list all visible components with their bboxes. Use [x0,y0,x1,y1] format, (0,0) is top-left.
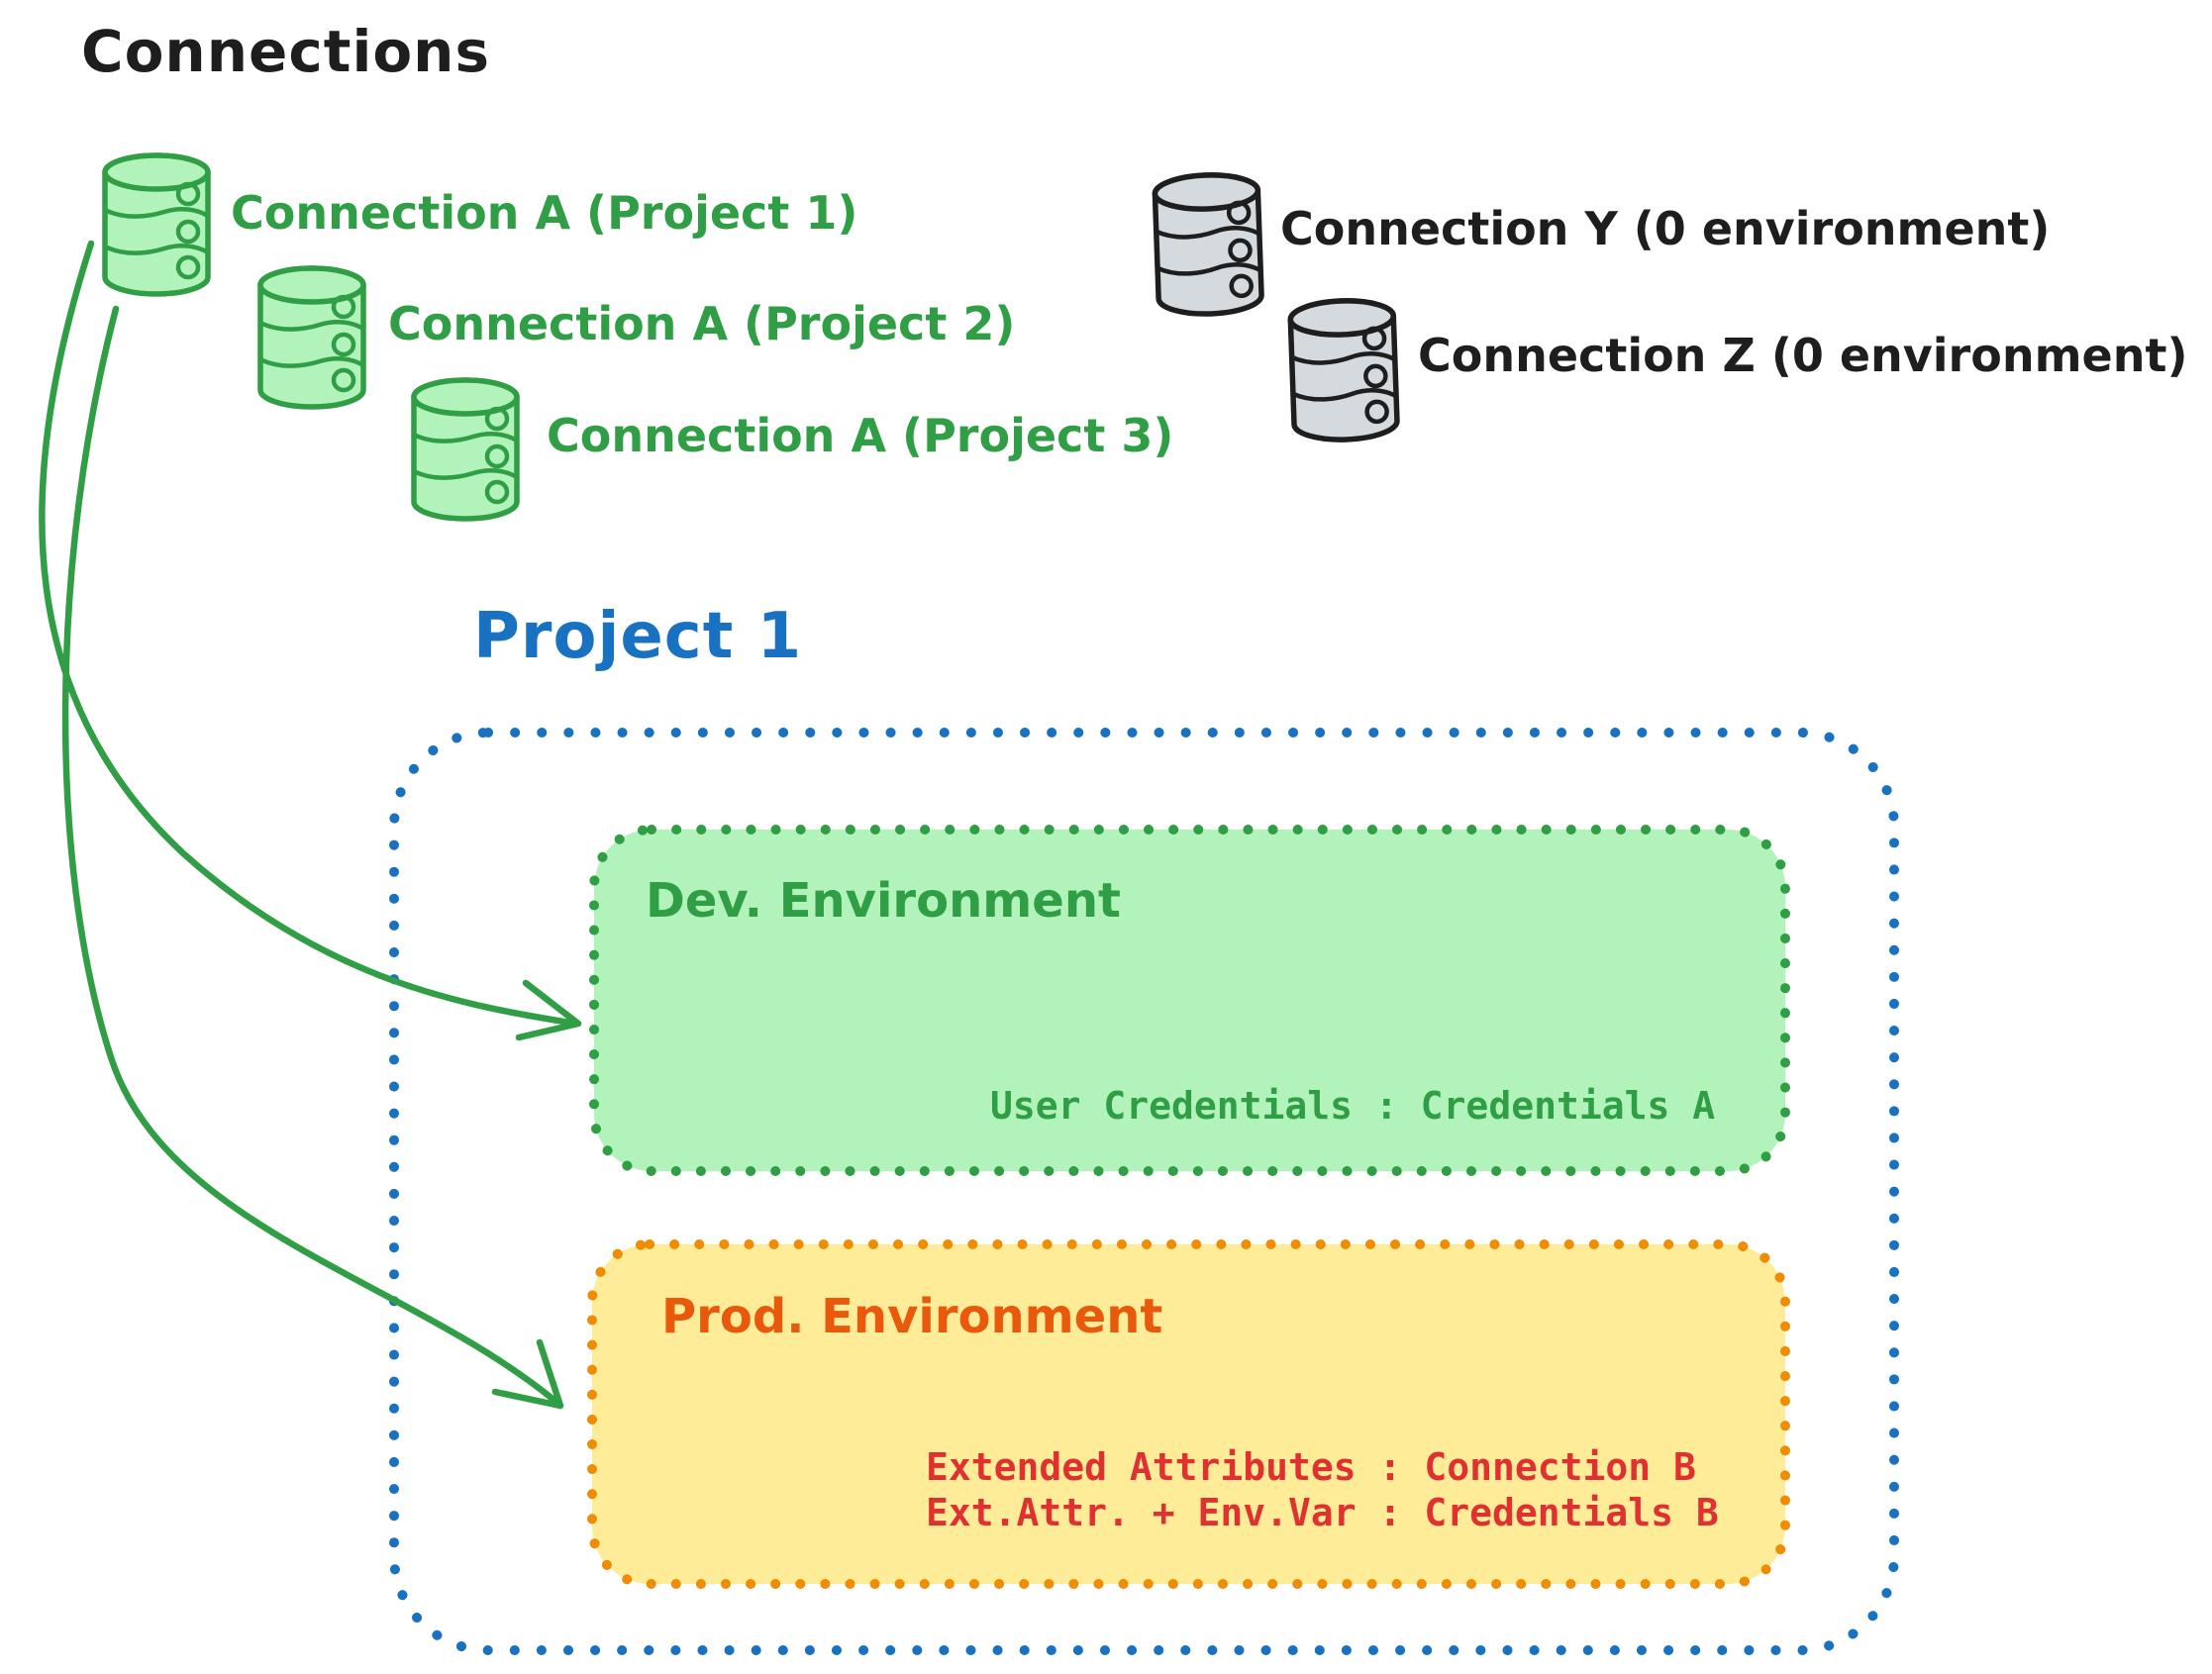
arrow-connection-a-to-dev [39,240,582,1041]
project-1-title: Project 1 [473,600,803,673]
database-icon-connection-a-project-1 [105,155,208,294]
connection-a-project-2-label: Connection A (Project 2) [388,297,1016,350]
arrow-connection-a-to-prod [61,305,564,1410]
prod-ext-attr-env-var-line: Ext.Attr. + Env.Var : Credentials B [926,1491,1719,1534]
dev-environment-title: Dev. Environment [646,873,1121,929]
prod-extended-attributes-line: Extended Attributes : Connection B [926,1445,1696,1489]
dev-environment-box [589,825,1790,1176]
prod-environment-box [587,1239,1790,1589]
prod-environment-title: Prod. Environment [661,1289,1163,1344]
database-icon-connection-y [1154,173,1262,316]
dev-credentials-line: User Credentials : Credentials A [990,1084,1716,1128]
project-1-container-box [389,728,1899,1655]
database-icon-connection-a-project-2 [260,268,363,407]
database-icon-connection-z [1289,299,1398,442]
connection-y-label: Connection Y (0 environment) [1280,202,2051,255]
connection-z-label: Connection Z (0 environment) [1418,329,2188,382]
connection-a-project-3-label: Connection A (Project 3) [547,409,1174,462]
database-icon-connection-a-project-3 [414,380,517,519]
connection-a-project-1-label: Connection A (Project 1) [231,186,858,240]
diagram-title: Connections [81,18,490,85]
